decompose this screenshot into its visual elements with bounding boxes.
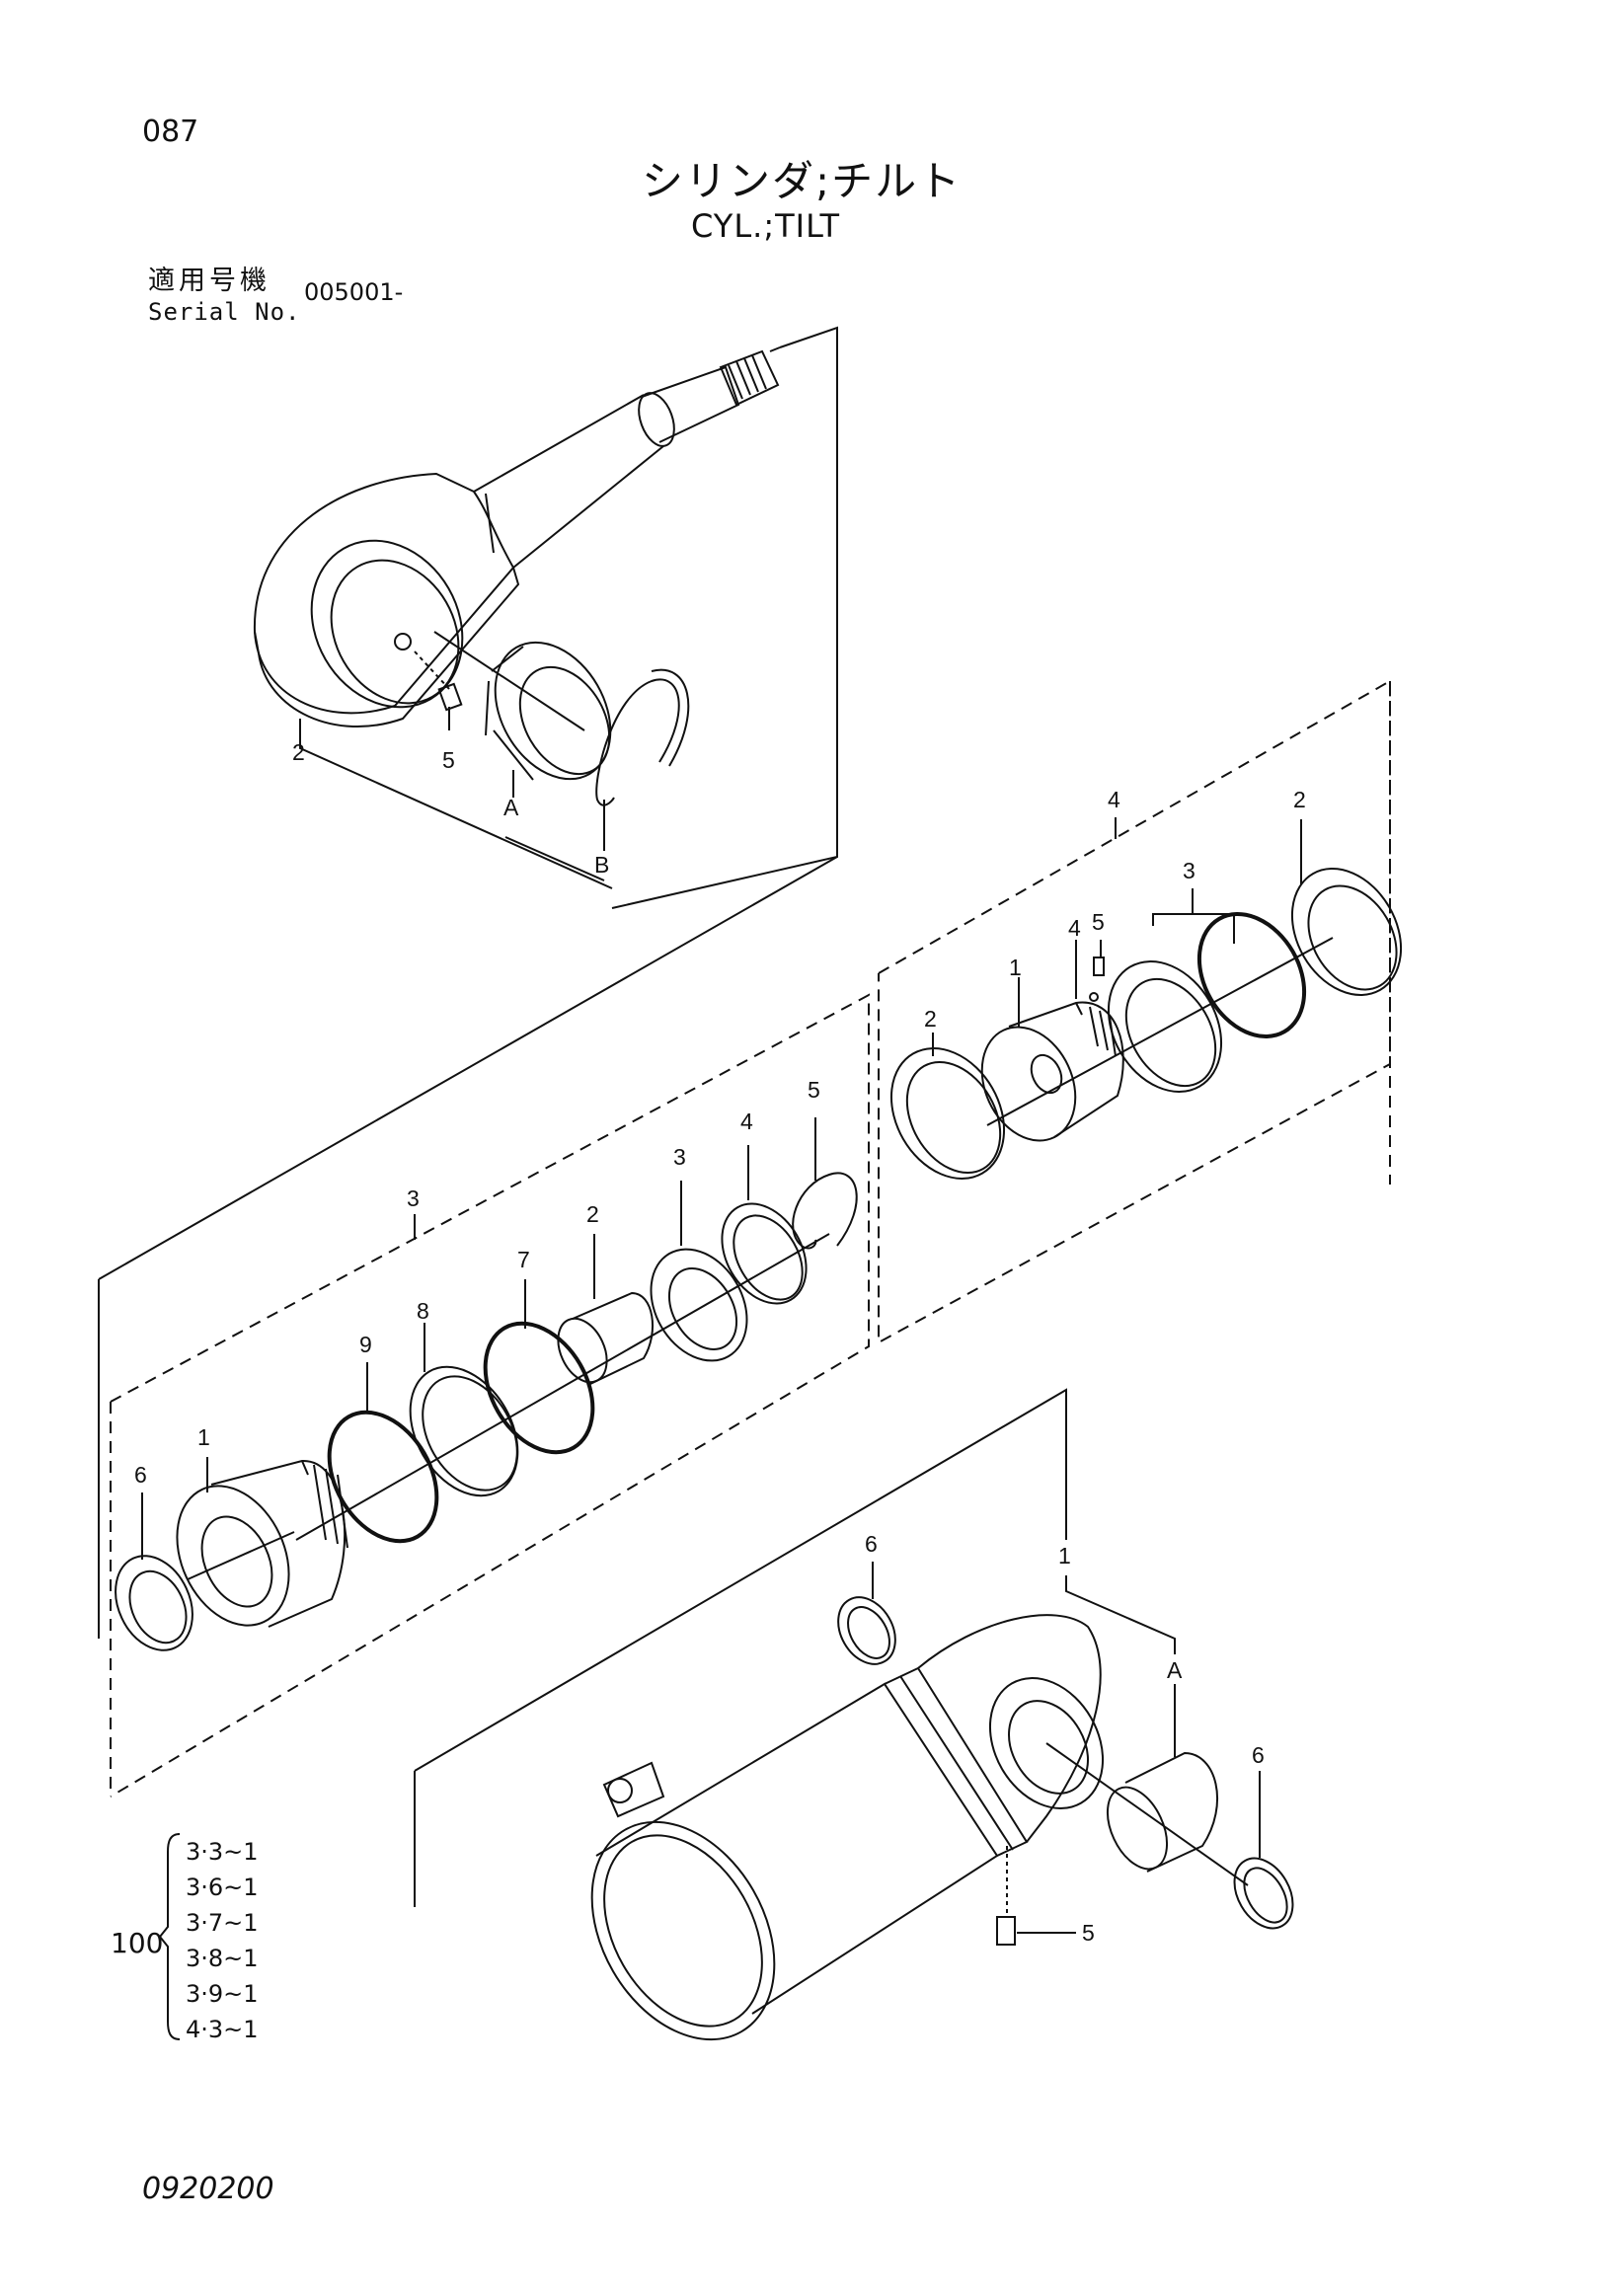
bom-item: 3·8~1 — [186, 1945, 259, 1972]
tube-opening — [590, 1820, 776, 2041]
bom-item: 3·6~1 — [186, 1874, 259, 1901]
rod-shaft — [641, 365, 740, 443]
document-code: 0920200 — [142, 2172, 274, 2206]
tube-grease-nipple-icon — [996, 1916, 1016, 1946]
callout-tube-seal-right: 6 — [1252, 1742, 1265, 1768]
head-group — [98, 856, 870, 1798]
callout-piston-ring-b: 5 — [1092, 909, 1105, 935]
wear-ring-left — [889, 1047, 1006, 1180]
o-ring-7 — [483, 1321, 595, 1455]
rod-bushing — [494, 641, 612, 781]
bom-item: 3·9~1 — [186, 1980, 259, 2008]
callout-head-r5: 5 — [808, 1077, 820, 1103]
callout-rod-ring: B — [594, 852, 609, 878]
piston-seal-b — [1196, 912, 1307, 1038]
tube-assembly — [414, 1388, 1294, 2041]
callout-head-r9: 9 — [359, 1332, 372, 1357]
serial-label-en: Serial No. — [148, 298, 301, 326]
piston — [980, 1026, 1077, 1142]
head-ring-4 — [721, 1202, 808, 1305]
piston-seal-a — [1107, 960, 1223, 1093]
head-seal — [115, 1555, 193, 1651]
callout-piston-wear-ring-left: 2 — [924, 1006, 937, 1032]
bom-item: 4·3~1 — [186, 2016, 259, 2043]
bom-item: 3·3~1 — [186, 1838, 259, 1866]
tube-eye — [917, 1614, 1102, 1843]
head-seal-3 — [650, 1248, 748, 1362]
wear-ring-right — [1290, 868, 1403, 996]
page-number: 087 — [142, 115, 199, 149]
callout-head-r8: 8 — [417, 1298, 429, 1324]
rod-frame-lead — [769, 346, 781, 352]
callout-head: 1 — [197, 1424, 210, 1450]
serial-label-jp: 適用号機 — [148, 266, 270, 296]
rod-eye — [253, 472, 515, 715]
tube-seal-left — [837, 1596, 896, 1665]
hydraulic-port — [602, 1761, 665, 1818]
rod-thread — [719, 349, 780, 407]
head-snap-ring — [792, 1172, 858, 1250]
tube-seal-right — [1233, 1857, 1294, 1930]
page-title-en: CYL.;TILT — [691, 207, 841, 245]
bom-item: 3·7~1 — [186, 1909, 259, 1937]
page-title-jp: シリンダ;チルト — [642, 157, 963, 205]
callout-head-seal: 6 — [134, 1462, 147, 1488]
head-bushing — [572, 1291, 655, 1385]
callout-piston: 1 — [1009, 955, 1022, 980]
callout-tube-seal-left: 6 — [865, 1531, 878, 1557]
callout-piston-ring-a: 4 — [1068, 915, 1081, 941]
bom-bracket — [158, 1833, 181, 2040]
rod-assembly — [253, 326, 838, 909]
callout-head-r2: 2 — [586, 1201, 599, 1227]
callout-rod: 2 — [292, 739, 305, 765]
backup-ring-8 — [409, 1365, 519, 1497]
callout-piston-wear-ring: 2 — [1293, 787, 1306, 812]
callout-head-assy: 3 — [407, 1186, 420, 1211]
callout-rod-grease: 5 — [442, 747, 455, 773]
serial-value: 005001- — [304, 278, 404, 306]
tube-bushing — [1124, 1751, 1218, 1873]
callout-tube-bushing: A — [1167, 1657, 1183, 1683]
rod-frame — [611, 326, 838, 909]
grease-nipple-icon — [437, 682, 463, 712]
callout-rod-bushing: A — [503, 795, 519, 820]
callout-tube-grease: 5 — [1082, 1920, 1095, 1946]
tube-body — [595, 1682, 999, 2015]
callout-head-r3: 3 — [673, 1144, 686, 1170]
cylinder-head — [176, 1485, 290, 1627]
set-screw-icon — [1093, 957, 1105, 976]
callout-head-r7: 7 — [517, 1247, 530, 1272]
callout-piston-seal-group: 3 — [1183, 858, 1196, 883]
snap-ring — [595, 678, 680, 806]
callout-tube: 1 — [1058, 1543, 1071, 1569]
o-ring-9 — [327, 1410, 439, 1544]
piston-group — [878, 679, 1403, 1344]
callout-piston-assy: 4 — [1108, 787, 1120, 812]
bom-quantity: 100 — [111, 1927, 164, 1959]
callout-head-r4: 4 — [740, 1109, 753, 1134]
